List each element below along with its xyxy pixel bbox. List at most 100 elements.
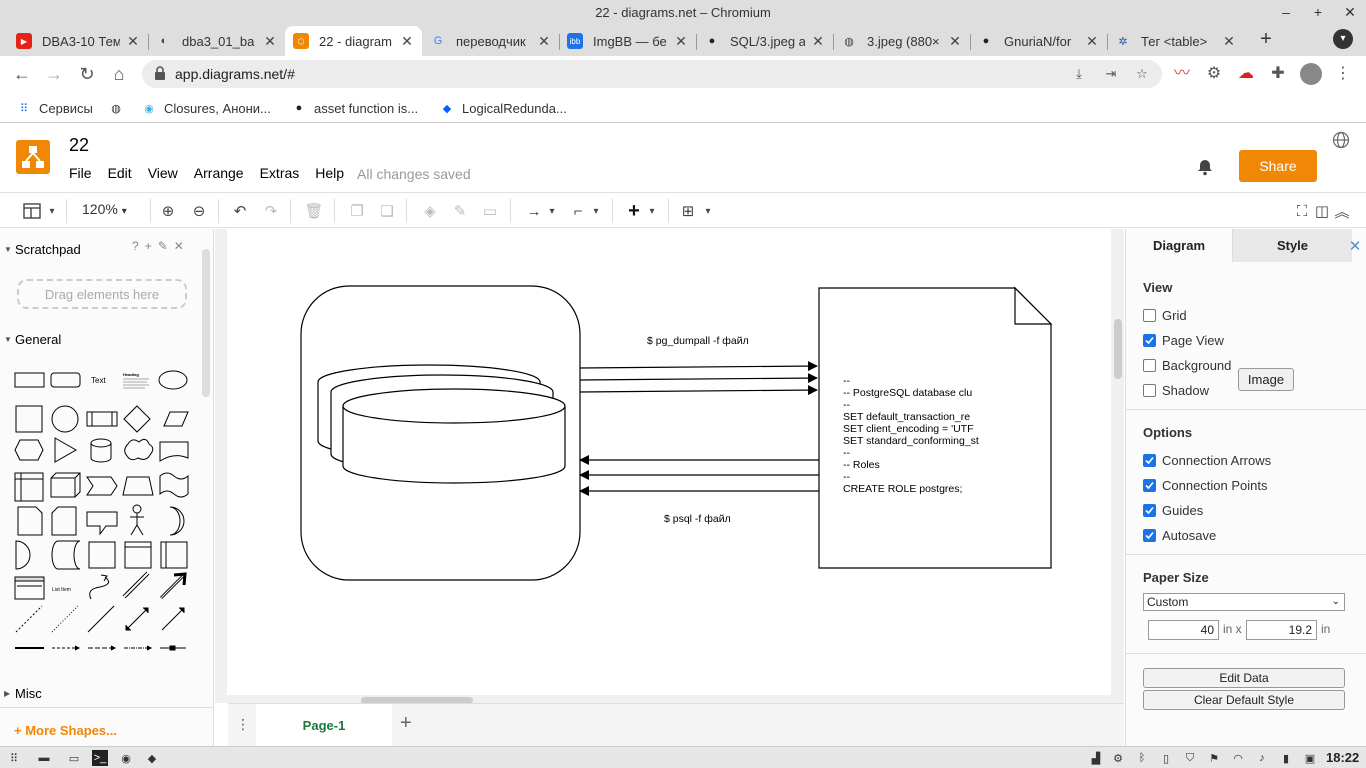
install-app-icon[interactable]: ⤓ (1076, 66, 1082, 81)
general-header[interactable]: ▼ General (0, 327, 200, 351)
shape-rectangle[interactable] (14, 372, 45, 388)
volume-icon[interactable]: ♪ (1259, 752, 1265, 764)
add-page-icon[interactable]: + (400, 712, 412, 734)
shape-trapezoid[interactable] (122, 476, 154, 496)
notification-bell-icon[interactable] (1196, 158, 1214, 176)
panel-dropdown-icon[interactable]: ▾ (49, 205, 55, 217)
shape-data-storage[interactable] (51, 540, 81, 570)
wifi-icon[interactable]: ◠ (1233, 752, 1243, 765)
shape-swimlane[interactable] (160, 541, 188, 569)
shape-dotted-line[interactable] (51, 605, 79, 633)
database-cylinder-3[interactable] (342, 388, 566, 484)
insert-dropdown-icon[interactable]: ▾ (649, 205, 655, 217)
extensions-puzzle-icon[interactable]: ✚ (1271, 65, 1285, 82)
paper-size-select[interactable]: Custom ⌄ (1143, 593, 1345, 611)
help-icon[interactable]: ? (132, 239, 139, 253)
diagram-page[interactable]: $ pg_dumpall -f файл $ psql -f файл -- -… (227, 229, 1111, 695)
shape-note[interactable] (17, 506, 43, 536)
bookmark-item[interactable]: ◆LogicalRedunda... (439, 93, 567, 123)
close-tab-icon[interactable]: ✕ (1086, 32, 1098, 49)
close-tab-icon[interactable]: ✕ (127, 32, 139, 49)
canvas-vertical-scrollbar[interactable] (1114, 319, 1122, 379)
edit-icon[interactable]: ✎ (157, 239, 168, 253)
connection-arrows-checkbox[interactable] (1143, 453, 1156, 467)
shape-callout[interactable] (86, 511, 118, 536)
page-view-option[interactable]: Page View (1143, 331, 1224, 349)
connection-points-checkbox[interactable] (1143, 478, 1156, 492)
shape-hexagon[interactable] (14, 439, 44, 461)
scratchpad-drop-zone[interactable]: Drag elements here (17, 279, 187, 309)
shape-line[interactable] (87, 605, 115, 633)
connection-dropdown-icon[interactable]: ▾ (549, 205, 555, 217)
close-tab-icon[interactable]: ✕ (675, 32, 687, 49)
connection-arrows-option[interactable]: Connection Arrows (1143, 451, 1271, 469)
browser-tab[interactable]: ✲Тег <table>✕ (1107, 26, 1244, 56)
dump-arrow-1[interactable] (579, 361, 818, 372)
dump-file-text[interactable]: -- -- PostgreSQL database clu -- SET def… (843, 375, 979, 495)
browser-icon[interactable]: ◉ (121, 752, 131, 765)
notifications-tray-icon[interactable]: ▣ (1304, 752, 1316, 765)
menu-edit[interactable]: Edit (107, 165, 132, 181)
shape-bidirectional-connector[interactable] (125, 607, 149, 631)
shape-triangle[interactable] (54, 437, 78, 463)
share-button[interactable]: Share (1239, 150, 1317, 182)
close-tab-icon[interactable]: ✕ (812, 32, 824, 49)
browser-tab[interactable]: ◍3.jpeg (880×✕ (833, 26, 970, 56)
sidebar-scrollbar[interactable] (202, 249, 210, 397)
shape-arrow[interactable] (160, 575, 184, 599)
battery-icon[interactable]: ▮ (1282, 752, 1290, 765)
terminal-icon[interactable]: >_ (92, 750, 108, 766)
background-image-button[interactable]: Image (1238, 368, 1294, 391)
table-dropdown-icon[interactable]: ▾ (705, 205, 711, 217)
shape-cloud[interactable] (124, 438, 154, 461)
waypoints-dropdown-icon[interactable]: ▾ (593, 205, 599, 217)
shape-or[interactable] (169, 506, 185, 536)
shape-list-item[interactable]: List Item (52, 587, 71, 593)
misc-header[interactable]: ▶ Misc (0, 681, 200, 705)
dump-arrow-2[interactable] (579, 373, 818, 384)
paper-height-input[interactable]: 19.2 (1246, 620, 1317, 640)
minimize-button[interactable]: – (1282, 4, 1290, 20)
extension-chart-icon[interactable]: 〰 (1173, 65, 1190, 82)
drawio-logo[interactable] (16, 140, 50, 174)
close-icon[interactable]: ✕ (173, 239, 184, 253)
browser-tab[interactable]: ●SQL/3.jpeg а✕ (696, 26, 833, 56)
menu-view[interactable]: View (147, 165, 178, 181)
shape-curve[interactable] (89, 576, 110, 600)
app-icon[interactable]: ◆ (147, 752, 157, 765)
shape-container-titled[interactable] (124, 541, 152, 569)
shape-bidirectional-arrow[interactable] (123, 572, 149, 598)
fill-color-icon[interactable]: ◈ (424, 203, 436, 220)
shape-delay[interactable] (15, 540, 31, 570)
connection-style-icon[interactable]: → (526, 202, 542, 220)
shape-container[interactable] (88, 541, 116, 569)
close-tab-icon[interactable]: ✕ (401, 32, 413, 49)
insert-plus-icon[interactable]: + (628, 199, 640, 222)
shape-step[interactable] (86, 476, 118, 496)
menu-extras[interactable]: Extras (259, 165, 300, 181)
tab-diagram[interactable]: Diagram (1126, 229, 1232, 262)
zoom-out-icon[interactable]: ⊖ (192, 203, 206, 220)
tab-style[interactable]: Style (1232, 229, 1352, 262)
pages-menu-icon[interactable]: ⋮ (236, 716, 250, 732)
address-bar[interactable]: app.diagrams.net/# ⤓ ⇥ ☆ (142, 60, 1162, 88)
undo-icon[interactable]: ↶ (233, 203, 247, 220)
dump-arrow-3[interactable] (579, 385, 818, 396)
bluetooth-icon[interactable]: ᛒ (1138, 752, 1146, 764)
extension-cloud-icon[interactable]: ☁ (1238, 65, 1254, 82)
clock[interactable]: 18:22 (1326, 750, 1360, 765)
shape-circle[interactable] (51, 405, 79, 433)
browser-tab[interactable]: ▶DBA3-10 Тем✕ (8, 26, 148, 56)
shape-dashed-line[interactable] (15, 605, 43, 633)
paper-width-input[interactable]: 40 (1148, 620, 1219, 640)
canvas-horizontal-scrollbar[interactable] (361, 697, 473, 703)
shape-cube[interactable] (50, 472, 81, 498)
shadow-checkbox[interactable] (1143, 383, 1156, 397)
format-panel-toggle-icon[interactable] (22, 201, 42, 221)
zoom-in-icon[interactable]: ⊕ (161, 203, 175, 220)
menu-file[interactable]: File (69, 165, 92, 181)
diagram-canvas[interactable]: $ pg_dumpall -f файл $ psql -f файл -- -… (215, 229, 1124, 703)
close-tab-icon[interactable]: ✕ (949, 32, 961, 49)
autosave-option[interactable]: Autosave (1143, 526, 1216, 544)
